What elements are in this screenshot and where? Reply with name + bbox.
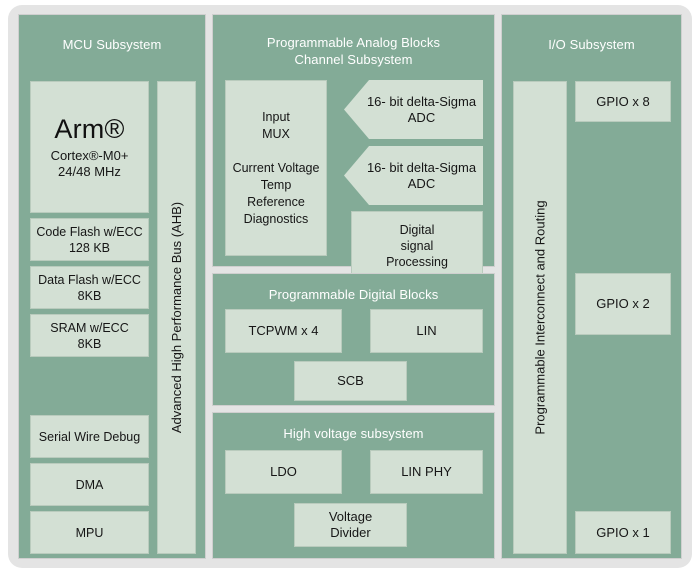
digital-subsystem-panel: Programmable Digital Blocks TCPWM x 4 LI… bbox=[212, 273, 495, 406]
voltage-divider-block[interactable]: Voltage Divider bbox=[294, 503, 407, 547]
adc-block-1[interactable]: 16- bit delta-Sigma ADC bbox=[344, 80, 483, 139]
ldo-block[interactable]: LDO bbox=[225, 450, 342, 494]
adc-block-2[interactable]: 16- bit delta-Sigma ADC bbox=[344, 146, 483, 205]
high-voltage-subsystem-title: High voltage subsystem bbox=[283, 426, 424, 441]
serial-wire-debug-block[interactable]: Serial Wire Debug bbox=[30, 415, 149, 458]
arm-core-sub: Cortex®-M0+ 24/48 MHz bbox=[50, 148, 129, 179]
sram-block[interactable]: SRAM w/ECC 8KB bbox=[30, 314, 149, 357]
analog-subsystem-panel: Programmable Analog Blocks Channel Subsy… bbox=[212, 14, 495, 281]
mpu-block[interactable]: MPU bbox=[30, 511, 149, 554]
scb-block[interactable]: SCB bbox=[294, 361, 407, 401]
arm-core-block[interactable]: Arm® Cortex®-M0+ 24/48 MHz bbox=[30, 81, 149, 213]
gpio-x1-block[interactable]: GPIO x 1 bbox=[575, 511, 671, 554]
analog-subsystem-title: Programmable Analog Blocks Channel Subsy… bbox=[266, 35, 441, 67]
io-subsystem-panel: I/O Subsystem Programmable Interconnect … bbox=[501, 14, 682, 559]
code-flash-block[interactable]: Code Flash w/ECC 128 KB bbox=[30, 218, 149, 261]
digital-subsystem-title: Programmable Digital Blocks bbox=[268, 287, 439, 302]
ahb-bus-label: Advanced High Performance Bus (AHB) bbox=[169, 201, 184, 434]
gpio-x2-block[interactable]: GPIO x 2 bbox=[575, 273, 671, 335]
high-voltage-subsystem-panel: High voltage subsystem LDO LIN PHY Volta… bbox=[212, 412, 495, 559]
arm-core-name: Arm® bbox=[54, 114, 125, 144]
gpio-x8-block[interactable]: GPIO x 8 bbox=[575, 81, 671, 122]
io-subsystem-title: I/O Subsystem bbox=[548, 37, 635, 52]
ahb-bus-block[interactable]: Advanced High Performance Bus (AHB) bbox=[157, 81, 196, 554]
input-mux-block[interactable]: Input MUX Current Voltage Temp Reference… bbox=[225, 80, 327, 256]
data-flash-block[interactable]: Data Flash w/ECC 8KB bbox=[30, 266, 149, 309]
lin-phy-block[interactable]: LIN PHY bbox=[370, 450, 483, 494]
interconnect-routing-block[interactable]: Programmable Interconnect and Routing bbox=[513, 81, 567, 554]
dma-block[interactable]: DMA bbox=[30, 463, 149, 506]
digital-signal-processing-block[interactable]: Digital signal Processing bbox=[351, 211, 483, 281]
mcu-subsystem-panel: MCU Subsystem Arm® Cortex®-M0+ 24/48 MHz… bbox=[18, 14, 206, 559]
interconnect-routing-label: Programmable Interconnect and Routing bbox=[532, 200, 548, 435]
diagram-card: MCU Subsystem Arm® Cortex®-M0+ 24/48 MHz… bbox=[8, 5, 692, 568]
mcu-subsystem-title: MCU Subsystem bbox=[62, 37, 162, 52]
lin-block[interactable]: LIN bbox=[370, 309, 483, 353]
tcpwm-block[interactable]: TCPWM x 4 bbox=[225, 309, 342, 353]
